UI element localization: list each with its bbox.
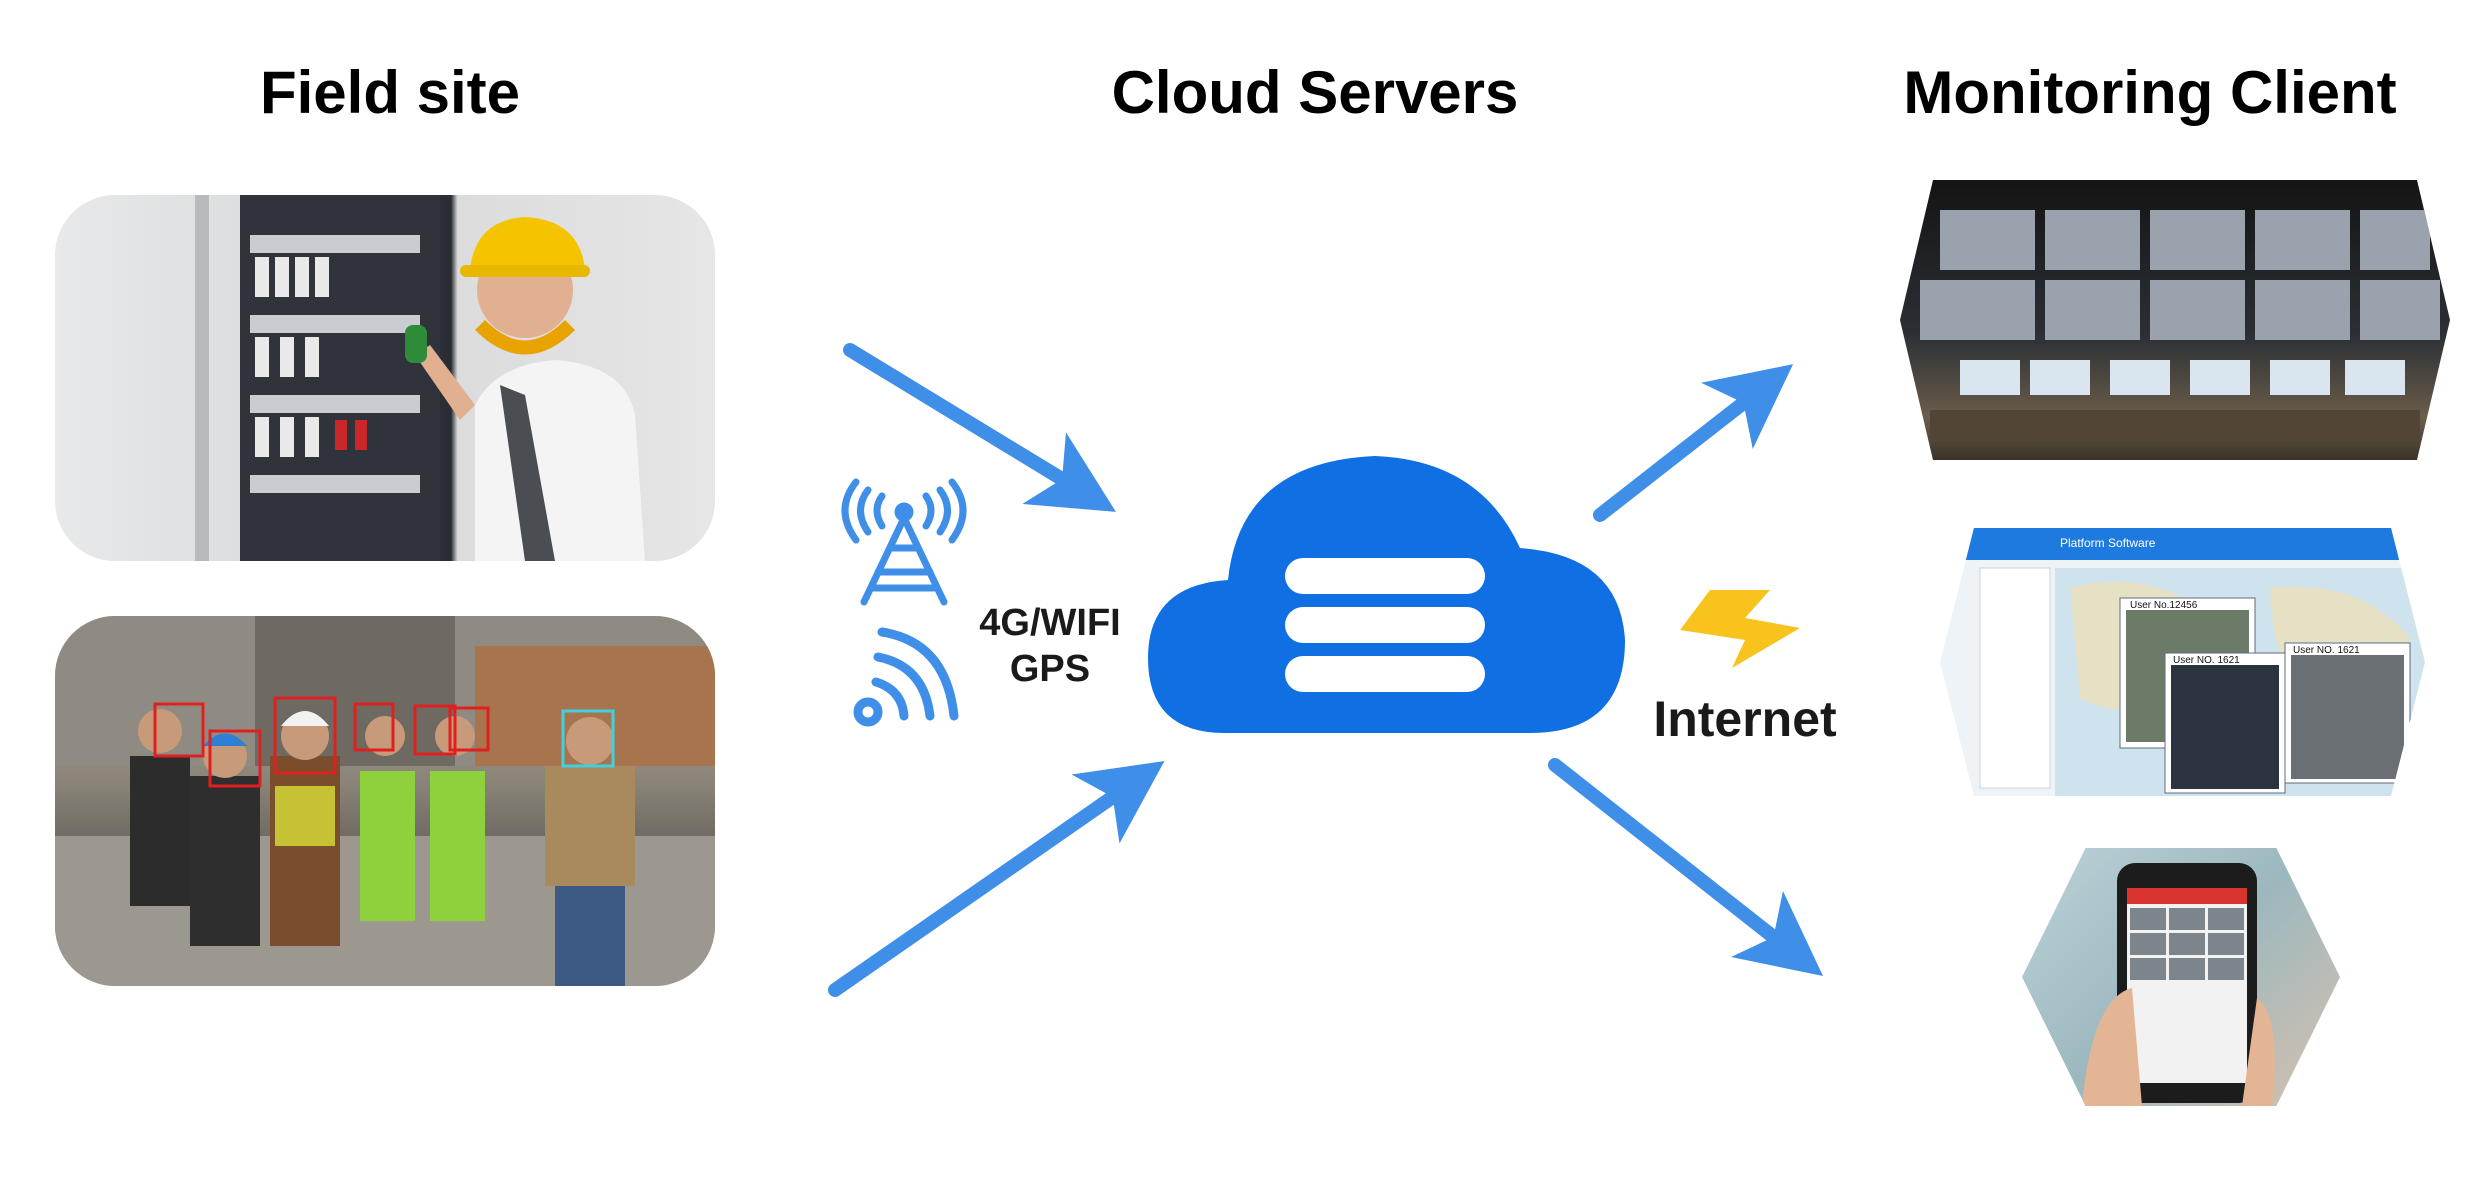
connectivity-label: 4G/WIFI GPS [960, 600, 1140, 692]
platform-software-screenshot: Platform Software User No.12456 User NO.… [1940, 528, 2425, 796]
internet-label: Internet [1653, 691, 1837, 747]
field-site-heading: Field site [259, 59, 521, 126]
cell-tower-icon [841, 478, 967, 606]
mobile-app-image [2022, 848, 2340, 1106]
arrow-cloud-to-control-room [1593, 364, 1794, 522]
arrow-field-bottom-to-cloud [828, 761, 1165, 997]
software-title: Platform Software [2060, 536, 2156, 550]
software-window-label-3: User NO. 1621 [2293, 645, 2360, 656]
electrician-photo [55, 195, 715, 561]
software-window-label-2: User NO. 1621 [2173, 655, 2240, 666]
software-window-label-1: User No.12456 [2130, 600, 2198, 611]
lightning-icon [1680, 590, 1800, 668]
cloud-server-icon [1148, 456, 1625, 733]
connectivity-line1: 4G/WIFI [979, 602, 1121, 644]
arrow-cloud-to-mobile [1548, 758, 1824, 976]
cloud-servers-heading: Cloud Servers [1111, 59, 1519, 126]
connectivity-line2: GPS [1009, 648, 1091, 690]
arrow-field-top-to-cloud [843, 343, 1116, 512]
monitoring-client-heading: Monitoring Client [1903, 59, 2397, 126]
construction-crew-photo [55, 616, 715, 986]
wifi-signal-icon [853, 627, 959, 727]
control-room-image [1900, 180, 2450, 460]
